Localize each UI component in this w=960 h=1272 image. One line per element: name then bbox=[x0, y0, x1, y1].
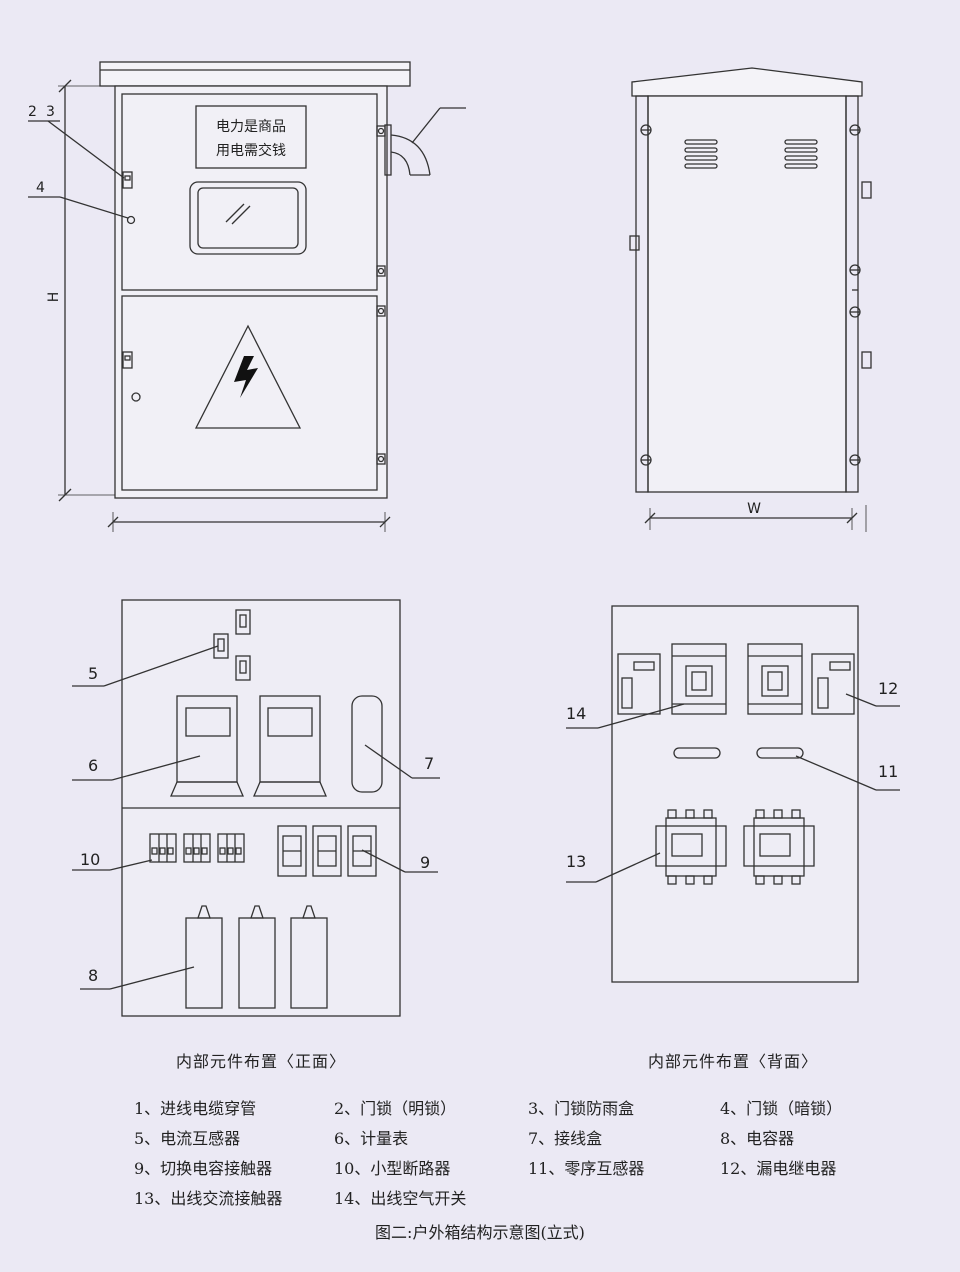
warning-sign-plate bbox=[195, 105, 307, 169]
side-view-cabinet: W bbox=[629, 67, 872, 532]
dimension-h-label: H bbox=[46, 292, 62, 303]
legend-item: 10、小型断路器 bbox=[334, 1159, 451, 1178]
legend-item: 5、电流互感器 bbox=[134, 1129, 241, 1148]
callout-3: 3 bbox=[46, 104, 55, 120]
hidden-lock-icon bbox=[131, 392, 141, 402]
dimension-w-label: W bbox=[747, 501, 761, 517]
callout-6: 6 bbox=[88, 756, 98, 775]
caption-interior-front: 内部元件布置〈正面〉 bbox=[176, 1052, 347, 1071]
output-contactor-icons bbox=[655, 809, 815, 885]
callout-12: 12 bbox=[878, 679, 898, 698]
legend-item: 3、门锁防雨盒 bbox=[528, 1099, 635, 1118]
callout-13: 13 bbox=[566, 852, 586, 871]
vent-icons bbox=[684, 139, 818, 169]
legend-item: 2、门锁（明锁） bbox=[334, 1099, 457, 1118]
leakage-relay-icons bbox=[617, 653, 855, 715]
door-lock-icon bbox=[122, 171, 133, 189]
legend-item: 13、出线交流接触器 bbox=[134, 1189, 283, 1208]
callout-10: 10 bbox=[80, 850, 100, 869]
callout-5: 5 bbox=[88, 664, 98, 683]
high-voltage-warning-icon bbox=[194, 324, 302, 429]
current-transformer-icons bbox=[213, 609, 251, 681]
front-view-cabinet: 电力是商品 用电需交钱 bbox=[28, 61, 466, 532]
legend-item: 12、漏电继电器 bbox=[720, 1159, 837, 1178]
junction-box-icon bbox=[351, 695, 383, 793]
callout-4: 4 bbox=[36, 180, 45, 196]
legend-item: 4、门锁（暗锁） bbox=[720, 1099, 843, 1118]
hinge-icons bbox=[376, 125, 386, 465]
callout-9: 9 bbox=[420, 853, 430, 872]
caption-interior-back: 内部元件布置〈背面〉 bbox=[648, 1052, 819, 1071]
callout-14: 14 bbox=[566, 704, 586, 723]
air-switch-icons bbox=[671, 643, 803, 715]
legend-item: 11、零序互感器 bbox=[528, 1159, 645, 1178]
figure-title: 图二:户外箱结构示意图(立式) bbox=[375, 1223, 585, 1242]
callout-8: 8 bbox=[88, 966, 98, 985]
legend-item: 6、计量表 bbox=[334, 1129, 409, 1148]
bolt-icons bbox=[640, 124, 861, 466]
sign-line-1: 电力是商品 bbox=[216, 119, 286, 135]
zero-sequence-ct-icons bbox=[673, 747, 804, 759]
callout-11: 11 bbox=[878, 762, 898, 781]
hidden-lock-icon bbox=[126, 215, 136, 225]
callout-2: 2 bbox=[28, 104, 37, 120]
legend-item: 9、切换电容接触器 bbox=[134, 1159, 273, 1178]
interior-front-panel: 5 6 7 10 9 8 bbox=[72, 599, 440, 1017]
cable-conduit-icon bbox=[384, 107, 466, 176]
capacitor-icons bbox=[185, 905, 328, 1009]
callout-7: 7 bbox=[424, 754, 434, 773]
energy-meter-icons bbox=[170, 695, 327, 797]
legend-item: 8、电容器 bbox=[720, 1129, 795, 1148]
capacitor-contactor-icons bbox=[277, 825, 377, 877]
interior-back-panel: 14 12 11 13 bbox=[566, 605, 900, 983]
legend-item: 14、出线空气开关 bbox=[334, 1189, 467, 1208]
circuit-breaker-icons bbox=[149, 833, 245, 863]
door-lock-icon bbox=[122, 351, 133, 369]
meter-window bbox=[189, 181, 307, 255]
legend-item: 7、接线盒 bbox=[528, 1129, 603, 1148]
sign-line-2: 用电需交钱 bbox=[216, 142, 286, 159]
legend-item: 1、进线电缆穿管 bbox=[134, 1099, 257, 1118]
